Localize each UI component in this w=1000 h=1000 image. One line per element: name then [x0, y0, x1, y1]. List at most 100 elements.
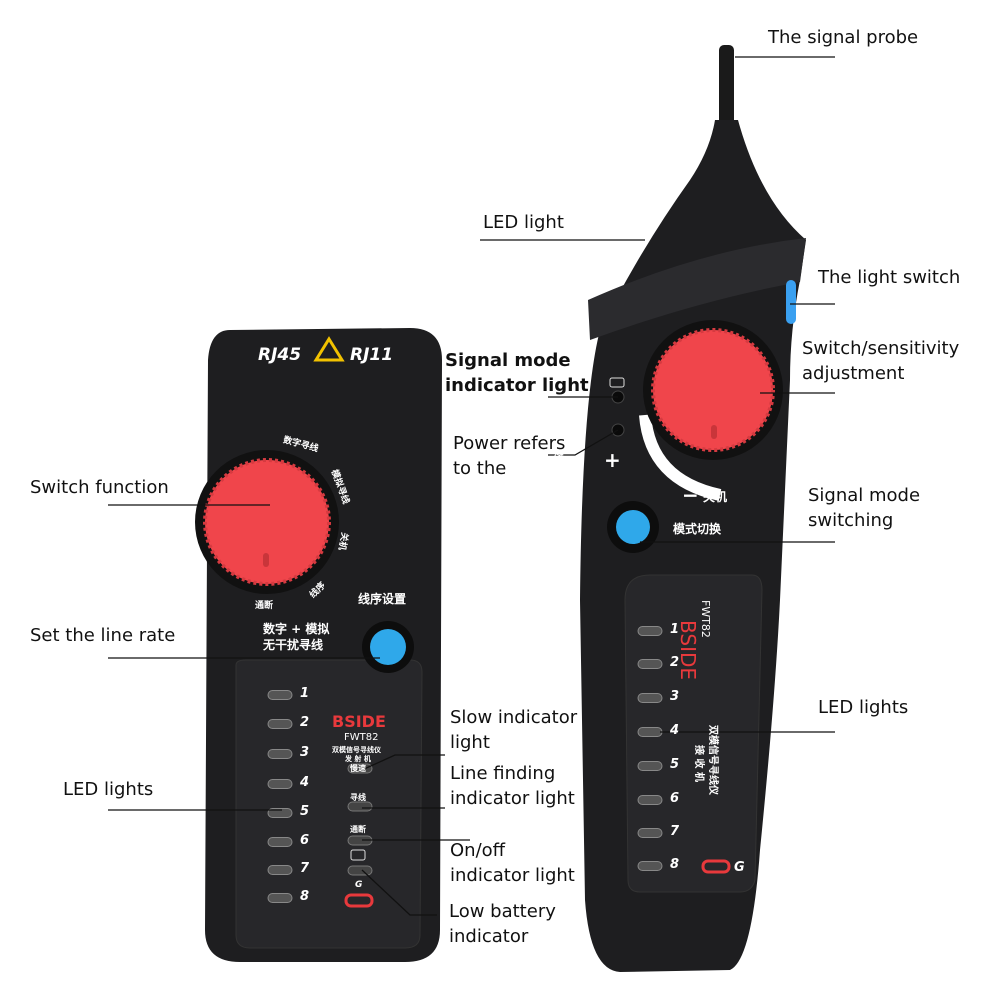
- indicator-label-find: 寻线: [350, 793, 366, 802]
- battery-icon: [350, 849, 366, 861]
- transmitter-led-number: 8: [300, 889, 310, 904]
- receiver-red-led-label: G: [734, 860, 745, 875]
- receiver-led-7: [637, 828, 663, 838]
- receiver-led-number: 6: [670, 791, 680, 806]
- label-signal-probe: The signal probe: [768, 27, 919, 48]
- transmitter-dial: [203, 458, 331, 586]
- line-power: [548, 429, 619, 456]
- transmitter-led-4: [267, 779, 293, 789]
- transmitter-device: [195, 328, 442, 962]
- receiver-led-number: 4: [670, 723, 680, 738]
- minus-sign: −: [682, 483, 699, 507]
- line-order-button: [370, 629, 406, 665]
- indicator-label-continuity: 通断: [350, 825, 366, 834]
- dial-label-continuity: 通断: [255, 601, 274, 611]
- line-order-setting-label: 线序设置: [358, 592, 407, 606]
- label-set-line-rate: Set the line rate: [30, 625, 176, 646]
- label-slow-indicator-1: Slow indicator: [450, 707, 578, 728]
- transmitter-led-3: [267, 749, 293, 759]
- signal-probe-tip: [719, 45, 734, 125]
- transmitter-subtitle-2: 发 射 机: [345, 755, 371, 763]
- battery-icon: [609, 377, 625, 388]
- label-signal-mode-indicator-1: Signal mode: [445, 350, 571, 371]
- label-led-light: LED light: [483, 212, 564, 233]
- receiver-dial: [651, 328, 775, 452]
- transmitter-leds: [267, 690, 293, 903]
- label-switch-sensitivity-2: adjustment: [802, 363, 905, 384]
- transmitter-led-number: 6: [300, 833, 310, 848]
- receiver-led-6: [637, 795, 663, 805]
- light-switch: [786, 280, 796, 324]
- transmitter-subtitle-1: 双模信号寻线仪: [332, 746, 381, 754]
- receiver-model: FWT82: [699, 600, 712, 638]
- transmitter-led-number: 5: [300, 804, 310, 819]
- label-signal-mode-switching-2: switching: [808, 510, 894, 531]
- sensitivity-arc: [639, 414, 722, 501]
- receiver-led-panel: [624, 574, 763, 893]
- transmitter-led-number: 4: [300, 775, 310, 790]
- mode-switch-button: [616, 510, 650, 544]
- transmitter-model: FWT82: [344, 732, 379, 743]
- rj11-label: RJ11: [350, 345, 394, 365]
- transmitter-led-1: [267, 690, 293, 700]
- receiver-led-number: 3: [670, 689, 680, 704]
- transmitter-led-7: [267, 865, 293, 875]
- line-slow-indicator: [361, 754, 445, 771]
- rj45-label: RJ45: [258, 345, 302, 365]
- mode-switch-label: 模式切换: [673, 522, 722, 536]
- transmitter-led-2: [267, 719, 293, 729]
- receiver-led-1: [637, 626, 663, 636]
- receiver-leds: [637, 626, 663, 871]
- red-led-label: G: [355, 880, 363, 890]
- receiver-subtitle-2: 接 收 机: [693, 745, 704, 782]
- transmitter-led-number: 3: [300, 745, 310, 760]
- receiver-led-8: [637, 861, 663, 871]
- receiver-subtitle-1: 双模信号寻线仪: [707, 725, 718, 795]
- label-led-lights-left: LED lights: [63, 779, 154, 800]
- label-line-finding-2: indicator light: [450, 788, 575, 809]
- warning-triangle-icon: [313, 336, 345, 362]
- led-light-collar: [588, 238, 806, 340]
- transmitter-led-number: 1: [300, 686, 310, 701]
- indicator-label-slow: 慢速: [350, 764, 366, 773]
- label-light-switch: The light switch: [818, 267, 961, 288]
- label-slow-indicator-2: light: [450, 732, 490, 753]
- plus-sign: +: [604, 448, 621, 472]
- label-low-battery-1: Low battery: [449, 901, 556, 922]
- label-low-battery-2: indicator: [449, 926, 529, 947]
- receiver-led-5: [637, 761, 663, 771]
- receiver-device: [580, 45, 806, 972]
- transmitter-brand: BSIDE: [332, 712, 386, 731]
- receiver-led-number: 1: [670, 622, 680, 637]
- red-led: [701, 859, 731, 874]
- red-led: [344, 893, 374, 908]
- mode-text-1: 数字 + 模拟: [263, 622, 330, 636]
- receiver-led-number: 7: [670, 824, 680, 839]
- receiver-led-number: 5: [670, 757, 680, 772]
- label-signal-mode-switching-1: Signal mode: [808, 485, 921, 506]
- label-led-lights-right: LED lights: [818, 697, 909, 718]
- label-onoff-2: indicator light: [450, 865, 575, 886]
- transmitter-led-5: [267, 808, 293, 818]
- label-power-1: Power refers: [453, 433, 566, 454]
- mode-text-2: 无干扰寻线: [263, 638, 324, 652]
- receiver-led-3: [637, 693, 663, 703]
- transmitter-led-6: [267, 837, 293, 847]
- receiver-led-2: [637, 659, 663, 669]
- label-signal-mode-indicator-2: indicator light: [445, 375, 589, 396]
- receiver-led-number: 2: [670, 655, 680, 670]
- annotation-lines: [108, 56, 835, 916]
- line-low-battery: [361, 869, 437, 916]
- label-switch-sensitivity-1: Switch/sensitivity: [802, 338, 960, 359]
- receiver-led-number: 8: [670, 857, 680, 872]
- transmitter-led-8: [267, 893, 293, 903]
- label-power-2: to the: [453, 458, 507, 479]
- transmitter-led-panel: [235, 659, 423, 949]
- transmitter-led-number: 2: [300, 715, 310, 730]
- off-label: 关机: [703, 490, 728, 504]
- label-onoff-1: On/off: [450, 840, 506, 861]
- label-switch-function: Switch function: [30, 477, 169, 498]
- label-line-finding-1: Line finding: [450, 763, 556, 784]
